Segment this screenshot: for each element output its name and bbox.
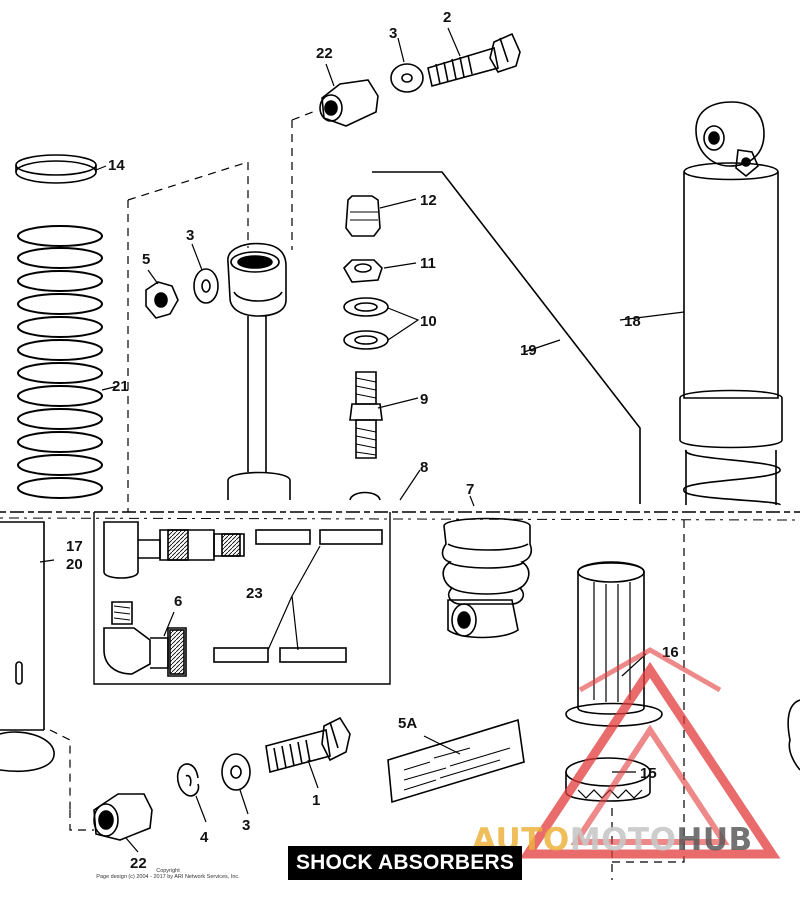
callout-7: 7 [466, 481, 474, 498]
callout-17: 17 [66, 538, 83, 555]
leader-lines [39, 27, 685, 853]
part-7-boot [441, 517, 533, 639]
part-2-bolt-top [427, 32, 521, 87]
part-5-nut [145, 281, 179, 319]
part-22-bushing-upper [319, 79, 379, 127]
part-4-lock-washer [176, 763, 200, 797]
callout-21: 21 [112, 378, 129, 395]
callout-10: 10 [420, 313, 437, 330]
callout-15: 15 [640, 765, 657, 782]
callout-20: 20 [66, 556, 83, 573]
callout-3-lower: 3 [242, 817, 250, 834]
callout-22-lower: 22 [130, 855, 147, 872]
part-6-fitting-upper [103, 521, 245, 579]
part-17-20-shock-body-left [0, 521, 55, 772]
callout-5: 5 [142, 251, 150, 268]
part-3-washer-top [390, 63, 424, 93]
part-3-washer-mid [193, 268, 219, 304]
part-9-valve-fitting [349, 371, 383, 459]
callout-5A: 5A [398, 715, 417, 732]
callout-8: 8 [420, 459, 428, 476]
diagram-title: SHOCK ABSORBERS [288, 846, 522, 880]
part-16-sleeve [565, 561, 663, 727]
callout-23: 23 [246, 585, 263, 602]
callout-22-top: 22 [316, 45, 333, 62]
part-10-washers [343, 297, 389, 350]
callout-4: 4 [200, 829, 209, 846]
callout-2: 2 [443, 9, 451, 26]
callout-6: 6 [174, 593, 182, 610]
callout-11: 11 [420, 255, 436, 272]
callout-3-mid: 3 [186, 227, 194, 244]
watermark-part-c: HUB [676, 822, 753, 858]
part-23-tubes [213, 529, 383, 663]
part-6-elbow-fitting [103, 601, 187, 677]
callout-18: 18 [624, 313, 641, 330]
part-1-bolt-lower [265, 716, 351, 774]
part-3-washer-lower [221, 753, 251, 791]
part-shock-lower-body [227, 242, 291, 500]
watermark-part-b: MOTO [569, 822, 677, 858]
part-22-bushing-lower [93, 793, 153, 841]
callout-3-top: 3 [389, 25, 397, 42]
callout-12: 12 [420, 192, 437, 209]
copyright-note: Copyright Page design (c) 2004 - 2017 by… [96, 868, 240, 880]
part-21-coil-spring [17, 225, 103, 499]
callout-1: 1 [312, 792, 320, 809]
part-12-valve-cap [345, 195, 381, 237]
part-11-valve-nut [343, 259, 383, 283]
part-14-spring-retainer [15, 154, 97, 184]
callout-19: 19 [520, 342, 537, 359]
watermark-triangle-logo [519, 647, 781, 859]
callout-9: 9 [420, 391, 428, 408]
callout-14: 14 [108, 157, 125, 174]
part-18-shock-absorber [679, 101, 783, 506]
part-5A-decal [387, 718, 525, 804]
